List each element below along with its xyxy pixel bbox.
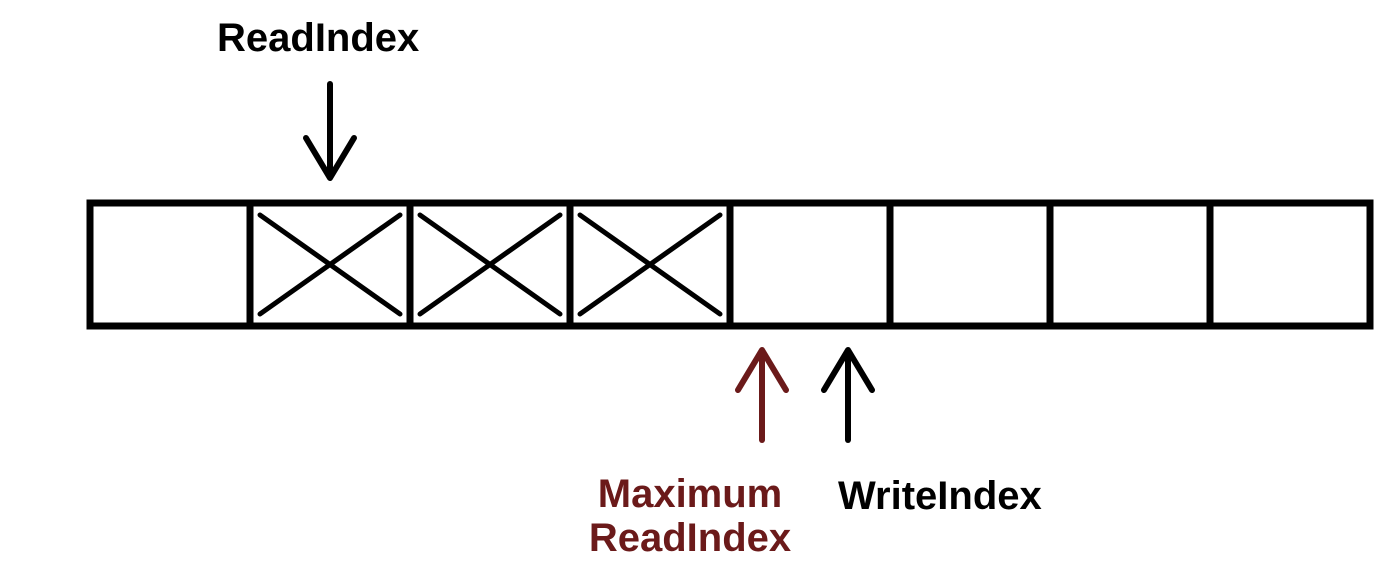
maximum-read-index-label: Maximum ReadIndex bbox=[560, 472, 820, 560]
maximum-read-index-label-line1: Maximum bbox=[597, 472, 783, 516]
read-index-label: ReadIndex bbox=[217, 16, 420, 60]
maximum-read-index-label-line2: ReadIndex bbox=[588, 516, 792, 560]
write-index-label: WriteIndex bbox=[838, 474, 1042, 518]
read-index-arrow-head bbox=[303, 135, 357, 181]
slot-cross-stroke bbox=[577, 212, 723, 317]
maximum-read-index-arrow-head bbox=[735, 347, 789, 393]
write-index-arrow-head bbox=[821, 347, 875, 393]
slot-cross-stroke bbox=[257, 212, 403, 317]
slot-cross-stroke bbox=[417, 212, 563, 317]
